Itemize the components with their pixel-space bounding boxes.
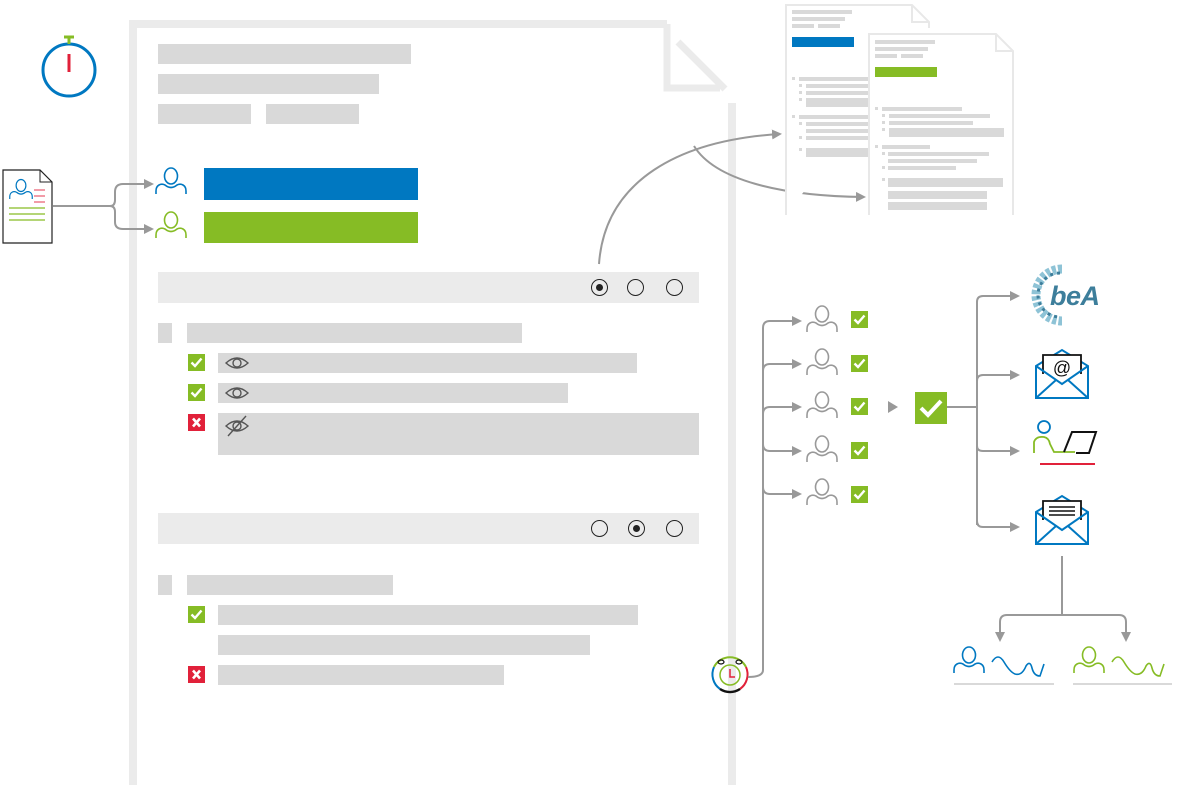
assignee-icon-blue: [155, 167, 187, 195]
approver-icon: [806, 478, 838, 506]
approver-icon: [806, 391, 838, 419]
email-icon[interactable]: @: [1035, 348, 1089, 399]
eye-icon[interactable]: [224, 387, 250, 399]
signatory-blue: [953, 646, 1054, 685]
section-1-item-1: [218, 353, 637, 373]
contact-document-icon: [2, 169, 53, 244]
approver-check[interactable]: [849, 353, 870, 374]
signatory-connector: [1000, 556, 1063, 640]
section-1-header: [158, 272, 699, 303]
header-line-3b: [266, 104, 359, 124]
signature-icon: [1111, 656, 1165, 677]
svg-text:@: @: [1053, 358, 1071, 378]
header-line-1: [158, 44, 411, 64]
signature-icon: [991, 656, 1045, 677]
approver-icon: [806, 348, 838, 376]
section-2-bullet: [158, 575, 172, 595]
eye-hidden-icon[interactable]: [224, 415, 250, 437]
approver-check[interactable]: [849, 484, 870, 505]
user-laptop-icon[interactable]: [1033, 420, 1098, 465]
to-final-arrow: [888, 401, 898, 413]
generate-docs-arrow: [598, 129, 782, 265]
stopwatch-icon: [41, 35, 97, 98]
output-document-green[interactable]: [868, 33, 1014, 215]
section-1-title: [187, 323, 522, 343]
approver-check[interactable]: [849, 396, 870, 417]
section-2-item-1: [218, 605, 638, 625]
section-2-radio-2[interactable]: [628, 520, 645, 537]
section-1-item-3-reject[interactable]: [186, 412, 207, 433]
approver-icon: [806, 435, 838, 463]
section-2-item-3-reject[interactable]: [186, 664, 207, 685]
section-2-item-3: [218, 665, 504, 685]
letter-icon[interactable]: [1035, 494, 1089, 545]
assignee-bar-blue[interactable]: [204, 168, 418, 200]
section-2-radio-3[interactable]: [666, 520, 683, 537]
signatory-green: [1073, 646, 1172, 685]
section-2-item-2: [218, 635, 590, 655]
section-2-radio-1[interactable]: [591, 520, 608, 537]
eye-icon[interactable]: [224, 357, 250, 369]
header-line-3a: [158, 104, 251, 124]
header-line-2: [158, 74, 379, 94]
section-1-bullet: [158, 323, 172, 343]
bea-logo-label: beA: [1050, 281, 1100, 311]
bea-logo[interactable]: [1031, 264, 1063, 326]
approver-icon: [806, 305, 838, 333]
alarm-clock-icon[interactable]: [711, 656, 749, 694]
section-2-title: [187, 575, 393, 595]
section-2-header: [158, 513, 699, 544]
assignee-bar-green[interactable]: [204, 212, 418, 243]
section-2-item-1-check[interactable]: [186, 604, 207, 625]
section-1-radio-1[interactable]: [591, 279, 608, 296]
section-1-radio-3[interactable]: [666, 279, 683, 296]
section-1-radio-2[interactable]: [627, 279, 644, 296]
assignee-icon-green: [155, 211, 187, 239]
assign-connector: [53, 179, 154, 207]
final-approval-check[interactable]: [915, 392, 947, 424]
section-1-item-2: [218, 383, 568, 403]
section-1-item-3: [218, 413, 699, 455]
section-1-item-1-check[interactable]: [186, 352, 207, 373]
section-1-item-2-check[interactable]: [186, 382, 207, 403]
approver-trunk: [747, 316, 802, 678]
approver-check[interactable]: [849, 440, 870, 461]
approver-check[interactable]: [849, 309, 870, 330]
